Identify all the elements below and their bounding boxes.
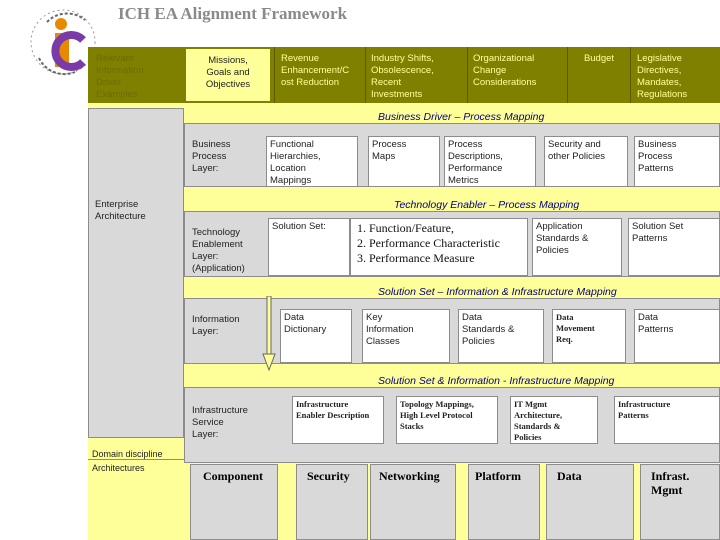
business-process-patterns: Business Process Patterns: [634, 136, 720, 187]
business-process-maps: Process Maps: [368, 136, 440, 187]
domain-divider: [88, 459, 184, 460]
driver-organizational: Organizational Change Considerations: [473, 53, 537, 88]
solution-item: 1. Function/Feature,: [357, 221, 454, 235]
infrastructure-band-title: Solution Set & Information - Infrastruct…: [378, 375, 615, 387]
driver-legislative: Legislative Directives, Mandates, Regula…: [637, 53, 688, 100]
driver-missions: Missions, Goals and Objectives: [186, 49, 270, 101]
infrastructure-layer-label: Infrastructure Service Layer:: [192, 405, 248, 440]
driver-divider: [467, 47, 468, 103]
infrastructure-it-mgmt: IT Mgmt Architecture, Standards & Polici…: [510, 396, 598, 444]
driver-divider: [274, 47, 275, 103]
technology-app-standards: Application Standards & Policies: [532, 218, 622, 276]
enterprise-architecture-label: Enterprise Architecture: [95, 199, 146, 222]
information-key-classes: Key Information Classes: [362, 309, 450, 363]
business-functional-hierarchies: Functional Hierarchies, Location Mapping…: [266, 136, 358, 187]
driver-divider: [630, 47, 631, 103]
information-layer-label: Information Layer:: [192, 314, 240, 337]
architectures-label: Architectures: [92, 463, 145, 473]
information-data-patterns: Data Patterns: [634, 309, 720, 363]
business-process-descriptions: Process Descriptions, Performance Metric…: [444, 136, 536, 187]
business-layer-label: Business Process Layer:: [192, 139, 231, 174]
domain-component: Component: [190, 464, 278, 540]
technology-solution-items: 1. Function/Feature, 2. Performance Char…: [350, 218, 528, 276]
driver-divider: [567, 47, 568, 103]
domain-security: Security: [296, 464, 368, 540]
driver-row-label: Relevant Information Driver Examples: [96, 53, 144, 100]
infrastructure-patterns: Infrastructure Patterns: [614, 396, 720, 444]
information-data-movement: Data Movement Req.: [552, 309, 626, 363]
information-data-standards: Data Standards & Policies: [458, 309, 544, 363]
domain-platform: Platform: [468, 464, 540, 540]
infrastructure-enabler-description: Infrastructure Enabler Description: [292, 396, 384, 444]
page-title: ICH EA Alignment Framework: [118, 4, 348, 23]
domain-discipline-label: Domain discipline: [92, 449, 163, 459]
information-layer-row: [184, 298, 720, 364]
enterprise-architecture-box: [88, 108, 184, 438]
driver-revenue: Revenue Enhancement/C ost Reduction: [281, 53, 350, 88]
business-band-title: Business Driver – Process Mapping: [378, 111, 545, 123]
information-band-title: Solution Set – Information & Infrastruct…: [378, 286, 617, 298]
down-arrow-icon: [262, 295, 276, 372]
business-security-policies: Security and other Policies: [544, 136, 628, 187]
domain-networking: Networking: [370, 464, 456, 540]
driver-industry: Industry Shifts, Obsolescence, Recent In…: [371, 53, 434, 100]
domain-data: Data: [546, 464, 634, 540]
infrastructure-topology-mappings: Topology Mappings, High Level Protocol S…: [396, 396, 498, 444]
technology-band-title: Technology Enabler – Process Mapping: [394, 199, 580, 211]
technology-solution-patterns: Solution Set Patterns: [628, 218, 720, 276]
domain-infrast-mgmt: Infrast. Mgmt: [640, 464, 720, 540]
driver-divider: [365, 47, 366, 103]
information-data-dictionary: Data Dictionary: [280, 309, 352, 363]
driver-budget: Budget: [583, 53, 615, 64]
technology-solution-set: Solution Set:: [268, 218, 350, 276]
solution-item: 2. Performance Characteristic: [357, 236, 500, 250]
solution-item: 3. Performance Measure: [357, 251, 475, 265]
technology-layer-label: Technology Enablement Layer: (Applicatio…: [192, 227, 245, 274]
ich-logo-icon: [25, 0, 100, 82]
